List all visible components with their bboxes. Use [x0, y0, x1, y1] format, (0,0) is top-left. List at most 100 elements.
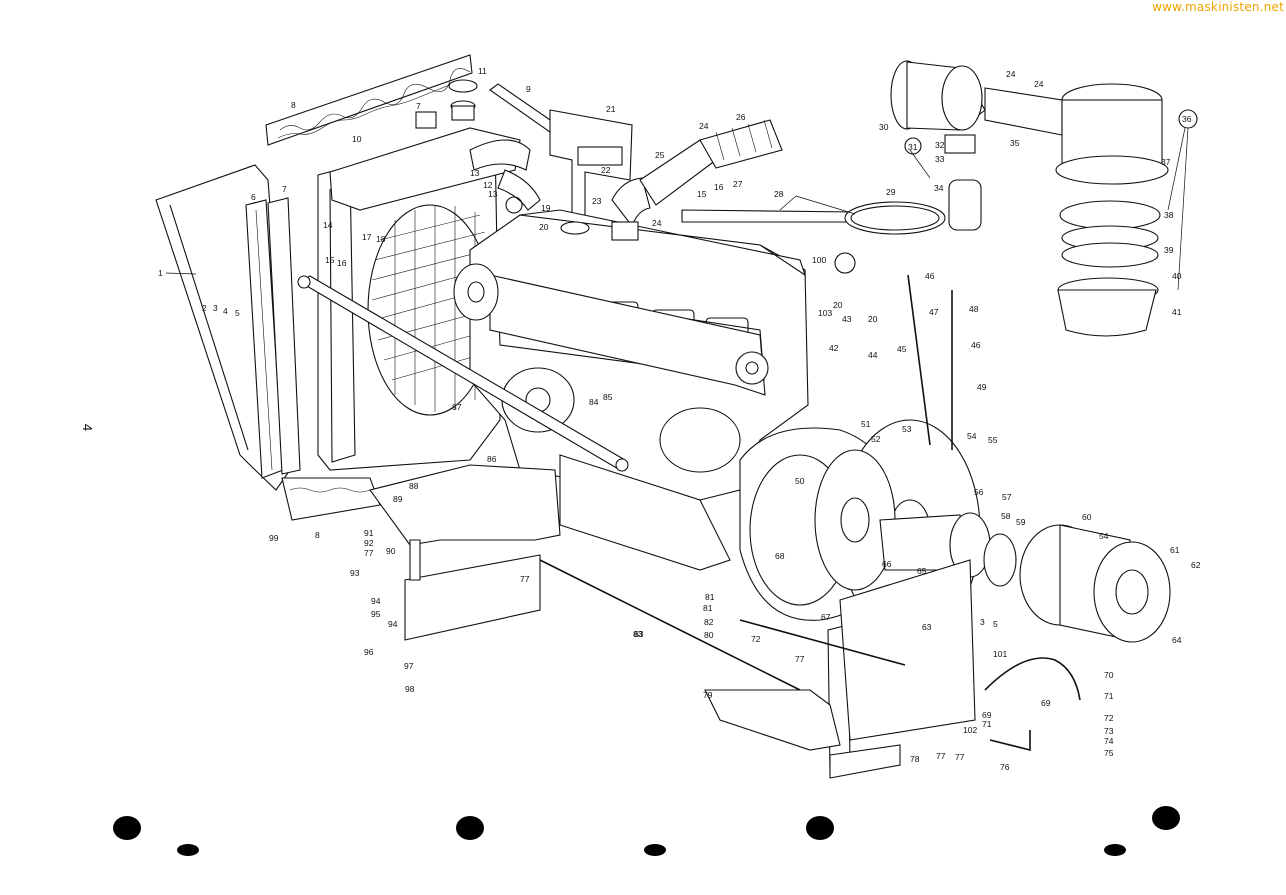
radiator-cap [448, 79, 478, 121]
callout-label: 91 [364, 528, 374, 538]
long-rod-83 [539, 559, 801, 691]
callout-label: 16 [337, 258, 347, 268]
callout-label: 98 [405, 684, 415, 694]
callout-label: 40 [1172, 271, 1182, 281]
callout-label: 42 [829, 343, 839, 353]
pipe-70-elbow [984, 657, 1081, 752]
callout-label: 72 [751, 634, 761, 644]
callout-label: 9 [526, 84, 531, 94]
radiator-core [317, 131, 501, 471]
callout-label: 78 [910, 754, 920, 764]
callout-label: 70 [1104, 670, 1114, 680]
callout-label: 4 [223, 306, 228, 316]
callout-label: 93 [350, 568, 360, 578]
water-pump-pulley [453, 263, 499, 321]
callout-label: 8 [315, 530, 320, 540]
callout-label: 62 [1191, 560, 1201, 570]
callout-label: 96 [364, 647, 374, 657]
callout-label: 53 [902, 424, 912, 434]
callout-label: 102 [963, 725, 977, 735]
callout-label: 24 [1034, 79, 1044, 89]
callout-label: 16 [714, 182, 724, 192]
callout-label: 86 [487, 454, 497, 464]
callout-label: 1 [158, 268, 163, 278]
callout-label: 17 [362, 232, 372, 242]
callout-label: 63 [922, 622, 932, 632]
air-filter-inlet [890, 60, 986, 231]
callout-label: 82 [704, 617, 714, 627]
callout-label: 15 [697, 189, 707, 199]
pipe-47 [907, 274, 931, 446]
callout-label: 24 [699, 121, 709, 131]
callout-label: 81 [703, 603, 713, 613]
registration-marks [113, 806, 1180, 856]
foam-strip-bottom [281, 477, 381, 521]
callout-label: 77 [955, 752, 965, 762]
callout-label: 63 [634, 629, 644, 639]
callout-label: 19 [541, 203, 551, 213]
callout-label: 66 [882, 559, 892, 569]
callout-label: 97 [404, 661, 414, 671]
callout-label: 7 [282, 184, 287, 194]
callout-label: 92 [364, 538, 374, 548]
callout-label: 24 [652, 218, 662, 228]
callout-label: 38 [1164, 210, 1174, 220]
callout-label: 2 [202, 303, 207, 313]
callout-label: 60 [1082, 512, 1092, 522]
callout-label: 52 [871, 434, 881, 444]
engine-mount-rear [704, 559, 976, 779]
callout-label: 79 [703, 690, 713, 700]
callout-label: 71 [1104, 691, 1114, 701]
callout-label: 55 [988, 435, 998, 445]
callout-label: 21 [606, 104, 616, 114]
callout-label: 13 [470, 168, 480, 178]
callout-label: 3 [213, 303, 218, 313]
watermark-text: www.maskinisten.net [1152, 0, 1284, 14]
callout-label: 15 [325, 255, 335, 265]
callout-label: 5 [235, 308, 240, 318]
callout-label: 54 [1099, 531, 1109, 541]
callout-label: 77 [936, 751, 946, 761]
callout-label: 36 [1182, 114, 1192, 124]
callout-label: 8 [291, 100, 296, 110]
callout-label: 45 [897, 344, 907, 354]
callout-label: 88 [409, 481, 419, 491]
callout-label: 20 [868, 314, 878, 324]
callout-label: 49 [977, 382, 987, 392]
callout-label: 14 [323, 220, 333, 230]
callout-label: 76 [1000, 762, 1010, 772]
callout-label: 87 [452, 402, 462, 412]
callout-labels: 1 2 3 4 5 6 7 7 8 8 9 10 11 12 13 13 14 … [158, 66, 1201, 772]
callout-label: 64 [1172, 635, 1182, 645]
front-mount-bracket [369, 464, 561, 641]
callout-label: 26 [736, 112, 746, 122]
air-filter-canister [1055, 83, 1169, 337]
leader-lines [165, 127, 1189, 291]
belt-pulley [1019, 524, 1171, 643]
callout-label: 84 [589, 397, 599, 407]
callout-label: 81 [705, 592, 715, 602]
callout-label: 18 [376, 234, 386, 244]
callout-label: 51 [861, 419, 871, 429]
callout-label: 23 [592, 196, 602, 206]
callout-label: 61 [1170, 545, 1180, 555]
callout-label: 25 [655, 150, 665, 160]
callout-label: 10 [352, 134, 362, 144]
callout-label: 34 [934, 183, 944, 193]
callout-label: 68 [775, 551, 785, 561]
callout-label: 77 [795, 654, 805, 664]
callout-label: 69 [1041, 698, 1051, 708]
callout-label: 59 [1016, 517, 1026, 527]
callout-label: 27 [733, 179, 743, 189]
foam-strip-top [265, 54, 473, 146]
callout-label: 46 [925, 271, 935, 281]
radiator-stay-rod [489, 83, 557, 133]
callout-label: 22 [601, 165, 611, 175]
callout-label: 72 [1104, 713, 1114, 723]
callout-label: 29 [886, 187, 896, 197]
callout-label: 31 [908, 142, 918, 152]
callout-label: 94 [371, 596, 381, 606]
upper-hose [469, 139, 541, 214]
callout-label: 43 [842, 314, 852, 324]
